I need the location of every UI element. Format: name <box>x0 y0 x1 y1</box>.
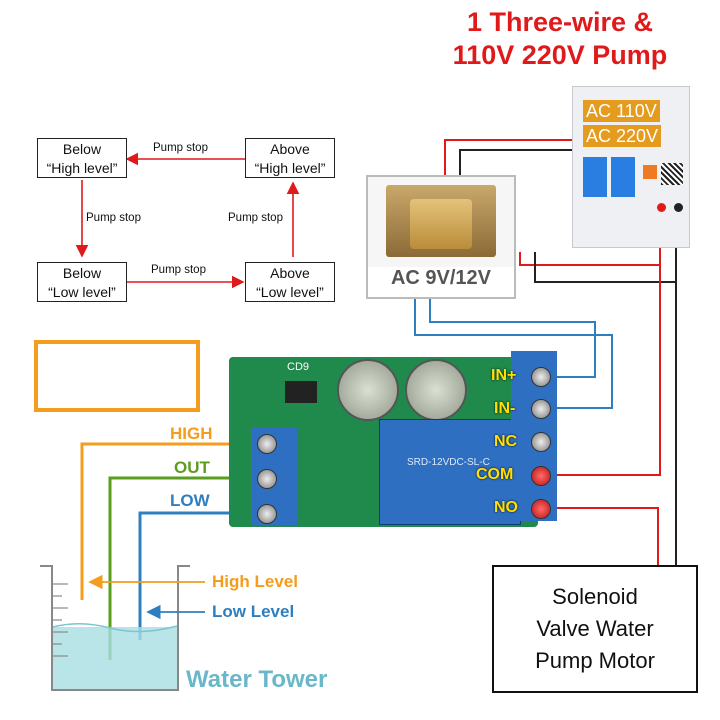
wire-label-out: OUT <box>174 458 210 477</box>
box-above-high-level: Above “High level” <box>245 138 335 178</box>
box-below-low-line1: Below <box>62 265 102 281</box>
wire-high <box>80 442 266 600</box>
box-below-high-line1: Below <box>62 141 102 157</box>
box-below-low-line2: “Low level” <box>48 284 116 300</box>
breaker-label-220: AC 220V <box>583 125 662 147</box>
screw-low <box>257 504 277 524</box>
high-level-label: High Level <box>212 572 298 591</box>
box-below-low-level: Below “Low level” <box>37 262 127 302</box>
load-box: Solenoid Valve Water Pump Motor <box>492 565 698 693</box>
box-above-low-level: Above “Low level” <box>245 262 335 302</box>
terminal-label-nc: NC <box>494 433 518 450</box>
transformer-coil <box>410 199 472 249</box>
title-line-2: 110V 220V Pump <box>452 40 668 70</box>
relay-board: CD9 SRD-12VDC-SL-C <box>229 351 557 527</box>
terminal-label-com: COM <box>476 466 514 483</box>
box-above-low-line1: Above <box>270 265 310 281</box>
water-tower-label: Water Tower <box>186 666 328 693</box>
load-line1: Solenoid <box>552 584 638 609</box>
terminal-label-in-minus: IN- <box>494 400 516 417</box>
terminal-label-no: NO <box>494 499 518 516</box>
box-above-low-line2: “Low level” <box>256 284 324 300</box>
wire-com <box>541 265 661 476</box>
wire-transformer-red <box>444 139 592 176</box>
breaker-switch-right <box>611 157 635 197</box>
wire-low <box>138 511 266 640</box>
low-level-label: Low Level <box>212 602 295 621</box>
load-line2: Valve Water <box>536 616 654 641</box>
breaker-label-110: AC 110V <box>583 100 660 122</box>
empty-orange-box <box>34 340 200 412</box>
wire-label-low: LOW <box>170 491 210 510</box>
box-above-high-line1: Above <box>270 141 310 157</box>
flow-label-right: Pump stop <box>228 212 283 224</box>
title-line-1: 1 Three-wire & <box>466 7 654 37</box>
screw-no <box>531 499 551 519</box>
wire-no <box>541 507 659 565</box>
flow-label-left: Pump stop <box>86 212 141 224</box>
breaker-terminal-black <box>674 203 683 212</box>
screw-nc <box>531 432 551 452</box>
terminal-label-in-plus: IN+ <box>491 367 517 384</box>
flow-label-top: Pump stop <box>153 142 208 154</box>
capacitor-2 <box>405 359 467 421</box>
breaker-test-button <box>643 165 657 179</box>
wire-label-high: HIGH <box>170 424 213 443</box>
screw-out <box>257 469 277 489</box>
wire-in-plus <box>429 297 596 378</box>
wire-in-minus <box>414 297 613 409</box>
diagram-title: 1 Three-wire & 110V 220V Pump <box>405 6 715 72</box>
load-line3: Pump Motor <box>535 648 655 673</box>
box-above-high-line2: “High level” <box>254 160 326 176</box>
screw-com <box>531 466 551 486</box>
water-tank <box>40 565 190 691</box>
relay-text: SRD-12VDC-SL-C <box>407 457 490 468</box>
screw-in-minus <box>531 399 551 419</box>
breaker-switch-left <box>583 157 607 197</box>
capacitor-1 <box>337 359 399 421</box>
breaker-terminal-red <box>657 203 666 212</box>
wire-out <box>108 476 266 660</box>
chip-cd9 <box>285 381 317 403</box>
transformer-label: AC 9V/12V <box>368 267 514 297</box>
screw-high <box>257 434 277 454</box>
flow-label-bottom: Pump stop <box>151 264 206 276</box>
breaker-qr <box>661 163 683 185</box>
box-below-high-level: Below “High level” <box>37 138 127 178</box>
box-below-high-line2: “High level” <box>46 160 118 176</box>
relay <box>379 419 521 525</box>
screw-in-plus <box>531 367 551 387</box>
chip-label: CD9 <box>287 361 310 373</box>
